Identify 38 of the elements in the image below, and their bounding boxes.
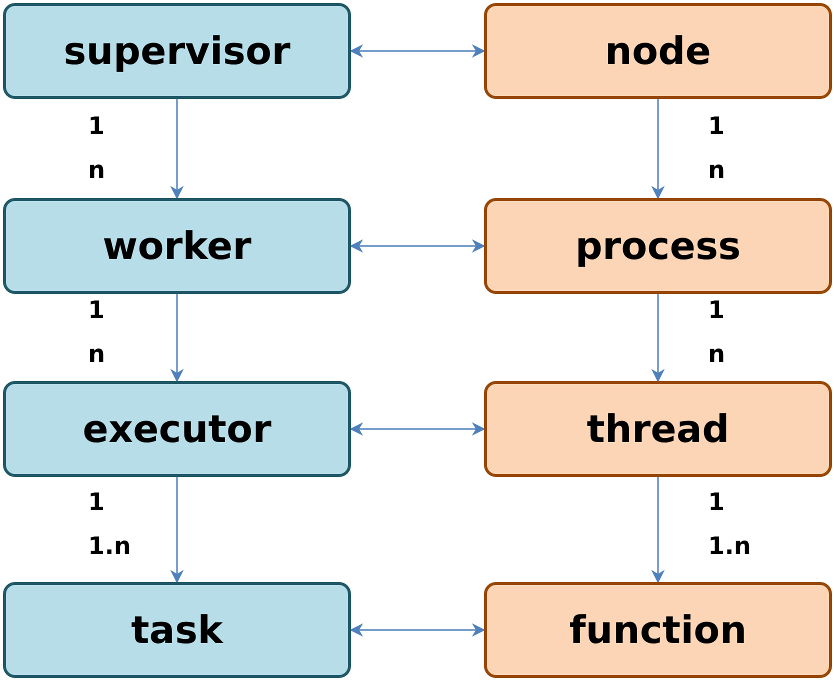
multiplicity-label: n — [708, 342, 726, 366]
entity-box — [3, 3, 351, 99]
arrow — [651, 477, 665, 584]
arrow — [170, 294, 184, 382]
entity-box — [3, 582, 351, 678]
entity-box — [484, 582, 832, 678]
box-label: function — [569, 606, 747, 654]
multiplicity-label: n — [88, 342, 106, 366]
entity-box — [484, 3, 832, 99]
multiplicity-label: 1 — [708, 490, 725, 514]
arrow — [350, 623, 486, 637]
box-label: node — [604, 28, 712, 74]
multiplicity-label: 1 — [708, 298, 725, 322]
multiplicity-label: 1 — [88, 298, 105, 322]
entity-box — [3, 198, 351, 294]
arrow — [651, 294, 665, 382]
entity-box — [3, 381, 351, 477]
multiplicity-label: n — [708, 158, 726, 182]
multiplicity-label: 1 — [88, 114, 105, 138]
box-label: process — [575, 222, 741, 270]
entity-box — [484, 381, 832, 477]
box-label: thread — [586, 406, 730, 452]
multiplicity-label: 1 — [708, 114, 725, 138]
multiplicity-label: n — [88, 158, 106, 182]
box-label: task — [131, 606, 223, 654]
box-label: executor — [82, 406, 272, 452]
multiplicity-label: 1 — [88, 490, 105, 514]
box-label: worker — [102, 222, 252, 270]
entity-box — [484, 198, 832, 294]
arrow — [170, 477, 184, 584]
multiplicity-label: 1.n — [708, 534, 751, 558]
arrow — [170, 99, 184, 200]
box-label: supervisor — [64, 28, 290, 74]
arrow — [350, 422, 486, 436]
arrow — [350, 239, 486, 253]
arrow — [651, 99, 665, 200]
arrow — [350, 44, 486, 58]
multiplicity-label: 1.n — [88, 534, 131, 558]
